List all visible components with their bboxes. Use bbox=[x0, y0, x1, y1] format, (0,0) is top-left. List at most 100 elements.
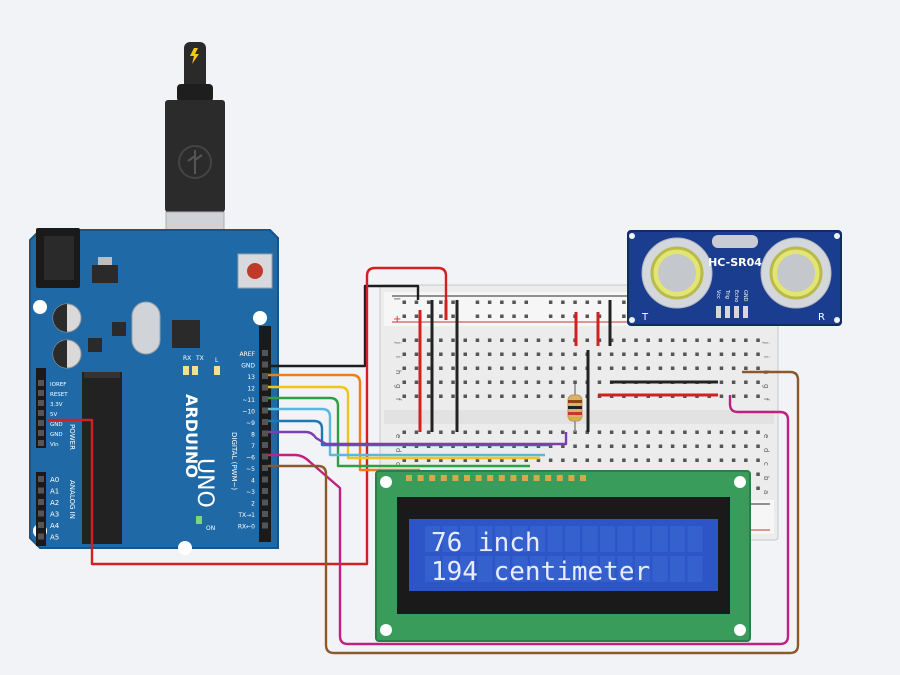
breadboard-hole[interactable] bbox=[548, 458, 553, 463]
breadboard-hole[interactable] bbox=[756, 486, 760, 491]
breadboard-hole[interactable] bbox=[719, 366, 724, 371]
breadboard-hole[interactable] bbox=[585, 458, 590, 463]
breadboard-hole[interactable] bbox=[426, 430, 431, 435]
breadboard-hole[interactable] bbox=[536, 394, 541, 399]
breadboard-hole[interactable] bbox=[500, 444, 504, 449]
lcd-pin[interactable] bbox=[498, 475, 505, 481]
breadboard-hole[interactable] bbox=[487, 430, 492, 435]
breadboard-hole[interactable] bbox=[500, 352, 504, 357]
lcd-pin[interactable] bbox=[580, 475, 586, 481]
breadboard-hole[interactable] bbox=[536, 458, 541, 463]
breadboard-hole[interactable] bbox=[475, 338, 480, 343]
breadboard-hole[interactable] bbox=[475, 366, 480, 371]
breadboard-hole[interactable] bbox=[512, 352, 516, 357]
breadboard-hole[interactable] bbox=[731, 394, 736, 399]
rail-hole[interactable] bbox=[487, 300, 492, 305]
breadboard-hole[interactable] bbox=[536, 380, 541, 385]
sensor-pin[interactable] bbox=[725, 306, 730, 318]
digital-pin-hole[interactable] bbox=[262, 442, 268, 448]
breadboard-hole[interactable] bbox=[536, 338, 541, 343]
analog-pin-hole[interactable] bbox=[38, 522, 44, 528]
breadboard-hole[interactable] bbox=[646, 430, 651, 435]
digital-pin-hole[interactable] bbox=[262, 453, 268, 460]
breadboard-hole[interactable] bbox=[463, 458, 468, 463]
breadboard-hole[interactable] bbox=[731, 444, 736, 449]
digital-pin-hole[interactable] bbox=[262, 476, 268, 483]
power-pin-hole[interactable] bbox=[38, 440, 44, 446]
breadboard-hole[interactable] bbox=[426, 366, 431, 371]
rail-hole[interactable] bbox=[426, 300, 431, 305]
breadboard-hole[interactable] bbox=[463, 430, 468, 435]
breadboard-hole[interactable] bbox=[524, 352, 529, 357]
breadboard-hole[interactable] bbox=[707, 366, 712, 371]
lcd-pin[interactable] bbox=[452, 475, 459, 481]
breadboard-hole[interactable] bbox=[451, 338, 455, 343]
breadboard-hole[interactable] bbox=[683, 338, 687, 343]
breadboard-hole[interactable] bbox=[597, 444, 602, 449]
breadboard-hole[interactable] bbox=[719, 394, 724, 399]
breadboard-hole[interactable] bbox=[695, 338, 699, 343]
breadboard-hole[interactable] bbox=[756, 380, 760, 385]
breadboard-hole[interactable] bbox=[439, 380, 443, 385]
rail-hole[interactable] bbox=[548, 300, 553, 305]
breadboard-hole[interactable] bbox=[573, 458, 577, 463]
breadboard-hole[interactable] bbox=[426, 444, 431, 449]
breadboard-hole[interactable] bbox=[402, 338, 407, 343]
breadboard-hole[interactable] bbox=[609, 338, 614, 343]
breadboard-hole[interactable] bbox=[634, 430, 638, 435]
breadboard-hole[interactable] bbox=[439, 430, 443, 435]
rail-hole[interactable] bbox=[524, 300, 529, 305]
sensor-pin[interactable] bbox=[716, 306, 721, 318]
lcd-pin[interactable] bbox=[406, 475, 412, 481]
breadboard-hole[interactable] bbox=[536, 430, 541, 435]
breadboard-hole[interactable] bbox=[634, 458, 638, 463]
rail-hole[interactable] bbox=[402, 314, 407, 319]
breadboard-hole[interactable] bbox=[536, 444, 541, 449]
breadboard-hole[interactable] bbox=[426, 338, 431, 343]
power-pin-hole[interactable] bbox=[38, 420, 44, 426]
breadboard-hole[interactable] bbox=[670, 366, 675, 371]
breadboard-hole[interactable] bbox=[561, 366, 565, 371]
lcd-pin[interactable] bbox=[464, 475, 470, 481]
breadboard-hole[interactable] bbox=[414, 458, 419, 463]
rail-hole[interactable] bbox=[451, 314, 455, 319]
breadboard-hole[interactable] bbox=[744, 394, 748, 399]
breadboard-hole[interactable] bbox=[658, 458, 663, 463]
breadboard-hole[interactable] bbox=[658, 366, 663, 371]
breadboard-hole[interactable] bbox=[414, 366, 419, 371]
breadboard-hole[interactable] bbox=[744, 444, 748, 449]
breadboard-hole[interactable] bbox=[683, 366, 687, 371]
breadboard-hole[interactable] bbox=[622, 366, 626, 371]
breadboard-hole[interactable] bbox=[561, 458, 565, 463]
rail-hole[interactable] bbox=[402, 300, 407, 305]
breadboard-hole[interactable] bbox=[622, 352, 626, 357]
breadboard-hole[interactable] bbox=[402, 430, 407, 435]
digital-pin-hole[interactable] bbox=[262, 350, 268, 356]
breadboard-hole[interactable] bbox=[536, 366, 541, 371]
breadboard-hole[interactable] bbox=[756, 444, 760, 449]
breadboard-hole[interactable] bbox=[695, 430, 699, 435]
breadboard-hole[interactable] bbox=[402, 380, 407, 385]
breadboard-hole[interactable] bbox=[451, 458, 455, 463]
breadboard-hole[interactable] bbox=[414, 430, 419, 435]
breadboard-hole[interactable] bbox=[756, 352, 760, 357]
breadboard-hole[interactable] bbox=[597, 430, 602, 435]
breadboard-hole[interactable] bbox=[500, 458, 504, 463]
breadboard-hole[interactable] bbox=[512, 430, 516, 435]
breadboard-hole[interactable] bbox=[683, 352, 687, 357]
breadboard-hole[interactable] bbox=[609, 458, 614, 463]
lcd-pin[interactable] bbox=[417, 475, 424, 481]
breadboard-hole[interactable] bbox=[487, 352, 492, 357]
breadboard-hole[interactable] bbox=[622, 444, 626, 449]
breadboard-hole[interactable] bbox=[744, 380, 748, 385]
breadboard-hole[interactable] bbox=[451, 352, 455, 357]
breadboard-hole[interactable] bbox=[731, 430, 736, 435]
lcd-pin[interactable] bbox=[429, 475, 436, 481]
breadboard-hole[interactable] bbox=[414, 394, 419, 399]
breadboard-hole[interactable] bbox=[548, 380, 553, 385]
breadboard-hole[interactable] bbox=[731, 366, 736, 371]
breadboard-hole[interactable] bbox=[695, 444, 699, 449]
digital-pin-hole[interactable] bbox=[262, 419, 268, 425]
